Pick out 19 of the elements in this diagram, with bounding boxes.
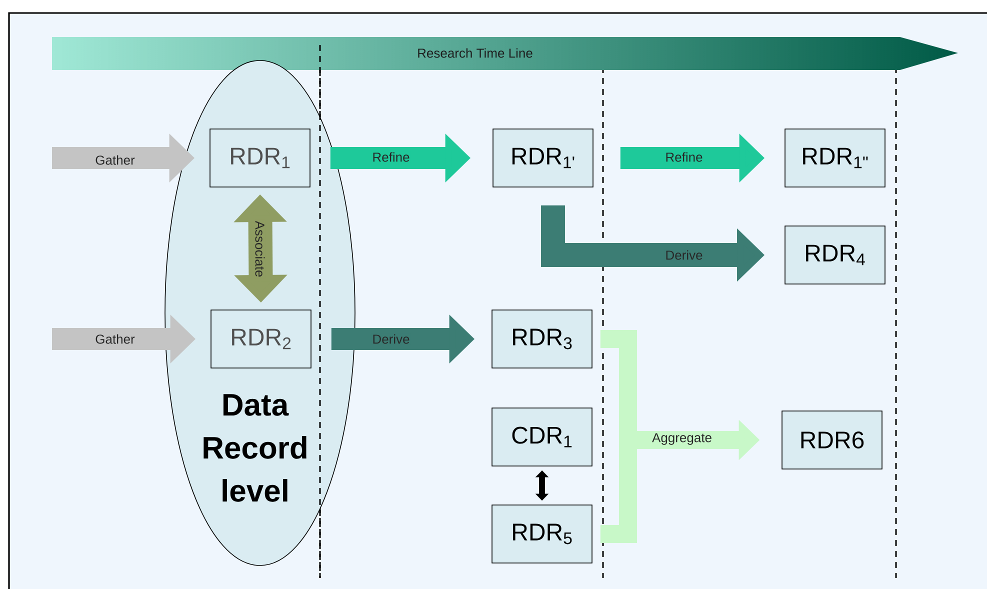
edge-label: Aggregate [651, 432, 713, 446]
record-box: RDR$_{1'}$ [492, 128, 594, 188]
edge-label: Gather [94, 333, 136, 345]
edge-label: Refine [371, 151, 411, 163]
record-box: RDR$_{2}$ [210, 310, 312, 368]
ellipse-title: Data Record level [204, 394, 306, 502]
edge-label: Derive [371, 333, 411, 345]
record-box: CDR$_{1}$ [492, 408, 592, 466]
record-box: RDR$_{1"}$ [784, 128, 886, 188]
record-box: RDR6 [782, 410, 882, 470]
edge-label: Associate [254, 220, 266, 278]
record-box: RDR$_{4}$ [784, 226, 886, 284]
edge-label: Refine [664, 151, 704, 163]
record-box: RDR$_{5}$ [492, 504, 592, 564]
edge-label: Gather [94, 154, 136, 166]
edge-label: Derive [664, 249, 704, 261]
record-box: RDR$_{3}$ [492, 310, 592, 368]
timeline-label: Research Time Line [418, 48, 532, 58]
record-box: RDR$_{1}$ [210, 128, 310, 188]
